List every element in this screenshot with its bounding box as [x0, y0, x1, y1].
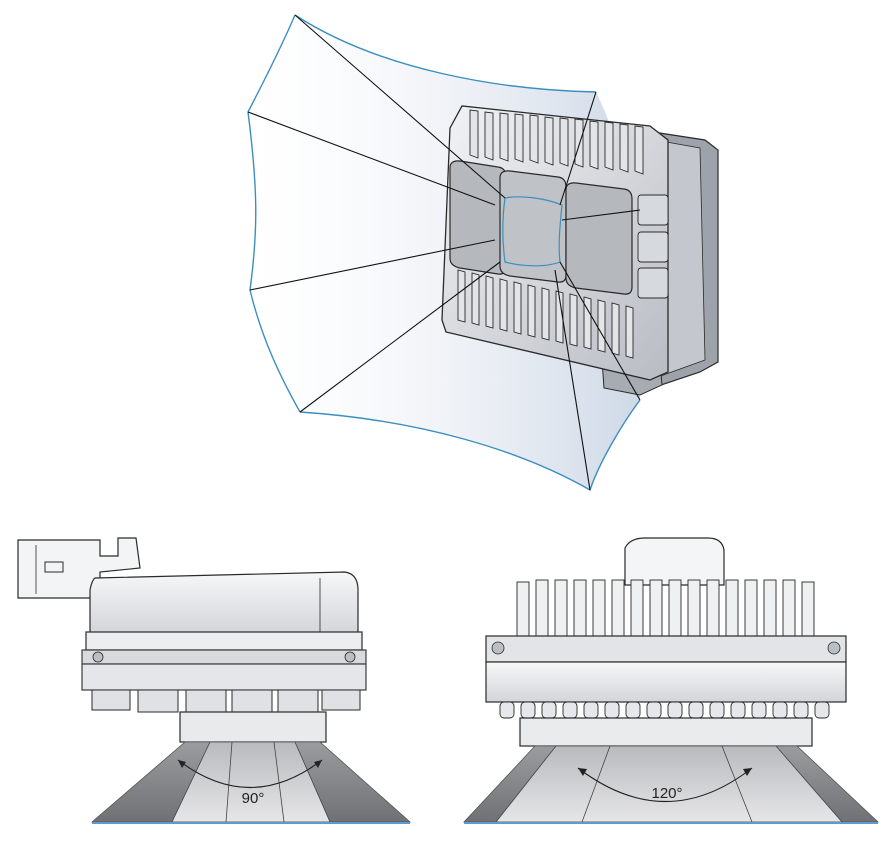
- side-lens-housing: [179, 711, 327, 743]
- bottom-fins: [457, 269, 634, 359]
- front-bottom-fins: [499, 701, 830, 719]
- isometric-view: [247, 14, 719, 492]
- lens-right: [565, 182, 633, 295]
- fov-rays: [247, 14, 641, 491]
- connector-plug: [17, 537, 141, 599]
- fov-edge: [299, 399, 641, 492]
- front-lens-housing: [519, 717, 813, 747]
- side-angle-label: 90°: [242, 790, 265, 807]
- top-fins: [469, 109, 644, 175]
- lens-left: [449, 160, 507, 275]
- side-body: [89, 571, 359, 635]
- front-connector: [624, 537, 725, 586]
- connector-latch: [44, 561, 64, 573]
- front-top-fins: [516, 579, 815, 641]
- fov-edge: [294, 14, 597, 93]
- front-view: 120°: [463, 537, 880, 824]
- aperture-outline: [502, 196, 563, 267]
- side-view: 90°: [17, 537, 412, 824]
- front-angle-label: 120°: [651, 785, 682, 802]
- side-tabs: [637, 194, 669, 299]
- side-flange: [85, 631, 363, 651]
- side-lower-tabs: [91, 689, 361, 713]
- front-angle-arc: [577, 767, 753, 802]
- fov-edge: [247, 14, 301, 413]
- side-angle-arc: [177, 759, 323, 788]
- front-flange: [485, 635, 847, 663]
